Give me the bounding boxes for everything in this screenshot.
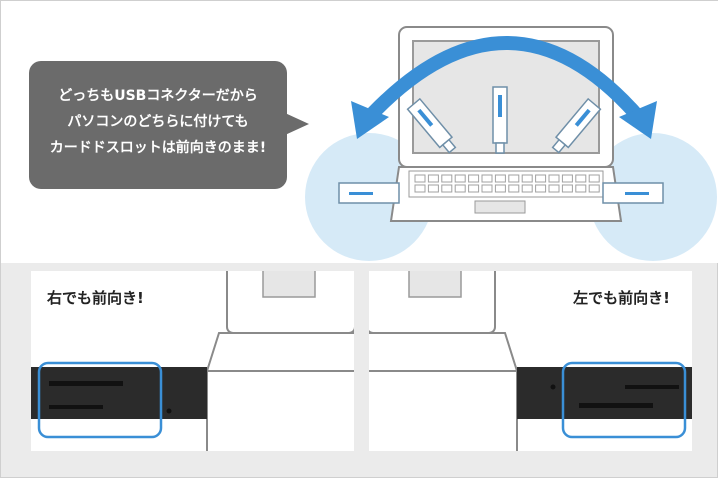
laptop-icon (205, 271, 354, 451)
keyboard-keys (414, 174, 600, 193)
card-slots (550, 384, 679, 408)
left-side-label: 左でも前向き! (573, 289, 670, 307)
right-side-illustration (31, 271, 354, 451)
card-slots (49, 381, 172, 414)
top-scene: どっちもUSBコネクターだから パソコンのどちらに付けても カードドスロットは前… (1, 1, 720, 263)
keyboard-key (535, 184, 547, 193)
usb-card-reader-left (406, 97, 457, 154)
card-reader-body (31, 367, 207, 419)
left-side-card-reader (338, 182, 400, 204)
keyboard-key (454, 184, 466, 193)
keyboard-key (427, 184, 439, 193)
left-side-panel: 左でも前向き! (369, 271, 692, 451)
speech-bubble-text: どっちもUSBコネクターだから パソコンのどちらに付けても カードドスロットは前… (29, 83, 287, 161)
keyboard-key (548, 184, 560, 193)
speech-bubble (29, 61, 287, 189)
right-side-label: 右でも前向き! (47, 289, 144, 307)
usb-card-reader-right (551, 97, 602, 154)
usb-card-reader-center (492, 86, 508, 154)
keyboard-key (521, 174, 533, 183)
keyboard-key (454, 174, 466, 183)
right-side-card-reader (602, 182, 664, 204)
speech-bubble-tail (285, 113, 309, 135)
keyboard-key (508, 174, 520, 183)
keyboard-key (427, 174, 439, 183)
keyboard-key (588, 174, 600, 183)
slot-highlight (37, 361, 163, 439)
keyboard-key (561, 174, 573, 183)
card-reader-body (517, 367, 692, 419)
keyboard-key (414, 174, 426, 183)
keyboard-key (494, 174, 506, 183)
keyboard-key (494, 184, 506, 193)
keyboard-key (508, 184, 520, 193)
double-arrow-icon (351, 36, 657, 139)
keyboard-key (441, 184, 453, 193)
bubble-line-1: どっちもUSBコネクターだから (58, 88, 258, 104)
keyboard-key (441, 174, 453, 183)
keyboard-key (414, 184, 426, 193)
keyboard-key (561, 184, 573, 193)
keyboard-key (481, 184, 493, 193)
keyboard-key (535, 174, 547, 183)
keyboard-key (575, 184, 587, 193)
bubble-line-3: カードドスロットは前向きのまま! (49, 140, 267, 156)
left-side-illustration (369, 271, 692, 451)
slot-highlight (561, 361, 687, 439)
laptop-icon (369, 271, 519, 451)
keyboard-key (521, 184, 533, 193)
keyboard-key (468, 174, 480, 183)
top-illustration (305, 26, 717, 261)
keyboard-key (548, 174, 560, 183)
keyboard-key (481, 174, 493, 183)
keyboard-key (468, 184, 480, 193)
keyboard-key (588, 184, 600, 193)
right-side-panel: 右でも前向き! (31, 271, 354, 451)
keyboard-key (575, 174, 587, 183)
bubble-line-2: パソコンのどちらに付けても (67, 114, 249, 130)
